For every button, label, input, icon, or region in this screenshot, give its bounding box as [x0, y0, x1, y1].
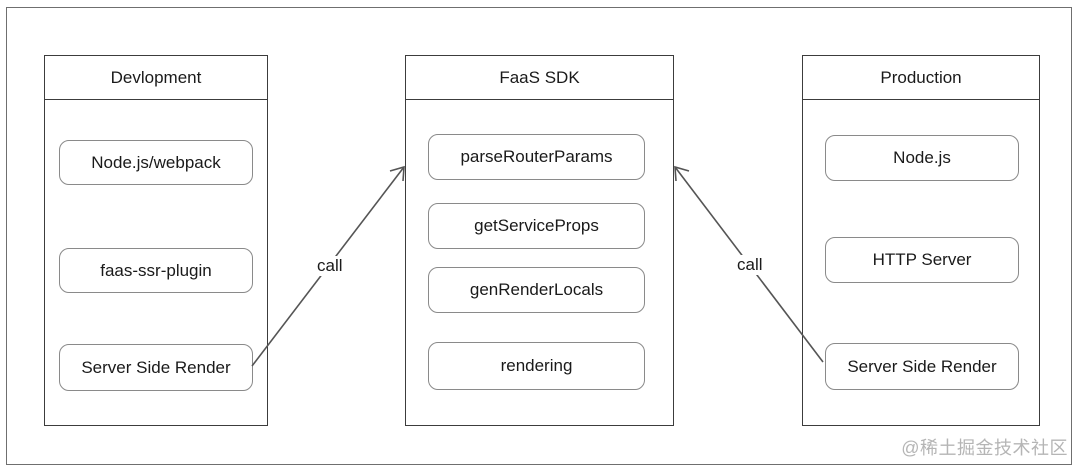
watermark: @稀土掘金技术社区 [901, 438, 1068, 458]
sdk-title: FaaS SDK [406, 56, 673, 100]
faas-ssr-plugin-box: faas-ssr-plugin [59, 248, 253, 293]
sdk-panel: FaaS SDK parseRouterParams getServicePro… [405, 55, 674, 426]
dev-server-side-render-box: Server Side Render [59, 344, 253, 391]
parse-router-params-box: parseRouterParams [428, 134, 645, 180]
gen-render-locals-box: genRenderLocals [428, 267, 645, 313]
development-title: Devlopment [45, 56, 267, 100]
right-call-label: call [735, 255, 765, 275]
left-call-label: call [315, 256, 345, 276]
development-panel: Devlopment Node.js/webpack faas-ssr-plug… [44, 55, 268, 426]
production-panel: Production Node.js HTTP Server Server Si… [802, 55, 1040, 426]
get-service-props-box: getServiceProps [428, 203, 645, 249]
production-title: Production [803, 56, 1039, 100]
prod-nodejs-box: Node.js [825, 135, 1019, 181]
left-arrowhead-icon [389, 165, 405, 182]
right-arrowhead-icon [674, 165, 690, 182]
nodejs-webpack-box: Node.js/webpack [59, 140, 253, 185]
http-server-box: HTTP Server [825, 237, 1019, 283]
rendering-box: rendering [428, 342, 645, 390]
prod-server-side-render-box: Server Side Render [825, 343, 1019, 390]
diagram-frame [6, 7, 1072, 465]
